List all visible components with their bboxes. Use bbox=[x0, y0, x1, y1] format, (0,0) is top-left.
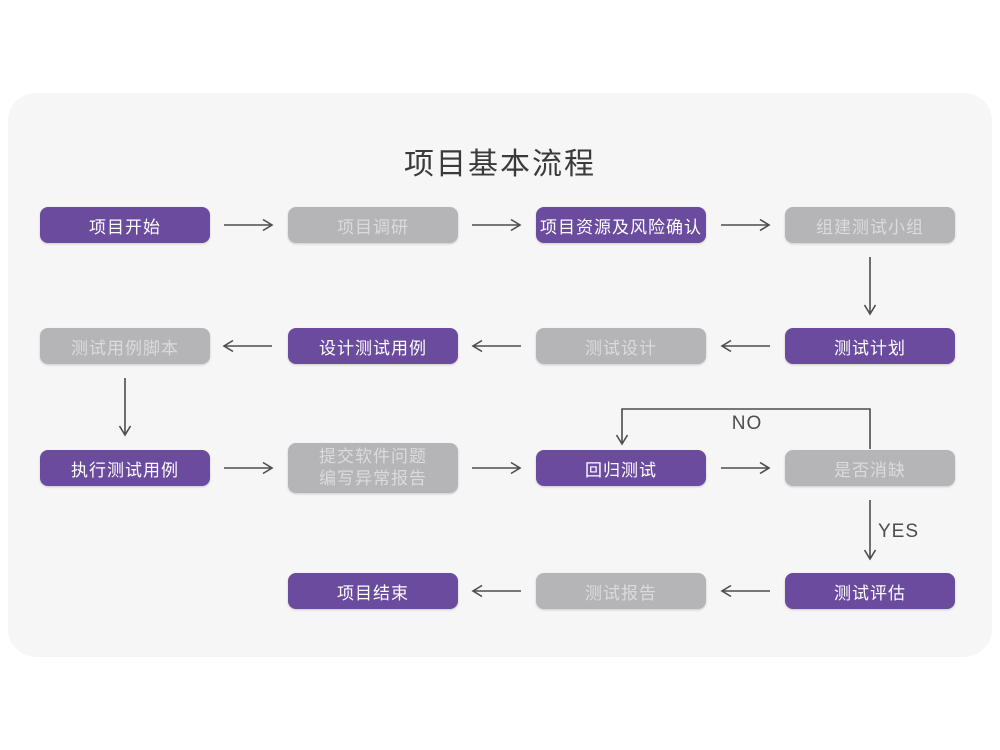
node-test-design: 测试设计 bbox=[536, 328, 706, 364]
edge-label-no: NO bbox=[731, 413, 763, 434]
node-test-evaluation: 测试评估 bbox=[785, 573, 955, 609]
node-project-end: 项目结束 bbox=[288, 573, 458, 609]
node-test-report: 测试报告 bbox=[536, 573, 706, 609]
node-defect-cleared: 是否消缺 bbox=[785, 450, 955, 486]
node-build-test-team: 组建测试小组 bbox=[785, 207, 955, 243]
node-design-test-cases: 设计测试用例 bbox=[288, 328, 458, 364]
node-test-case-scripts: 测试用例脚本 bbox=[40, 328, 210, 364]
node-resources-risk-confirm: 项目资源及风险确认 bbox=[536, 207, 706, 243]
edge-label-yes: YES bbox=[878, 521, 920, 542]
node-project-research: 项目调研 bbox=[288, 207, 458, 243]
node-regression-test: 回归测试 bbox=[536, 450, 706, 486]
page-title: 项目基本流程 bbox=[404, 148, 596, 181]
node-submit-issues-report: 提交软件问题 编写异常报告 bbox=[288, 443, 458, 493]
node-execute-test-cases: 执行测试用例 bbox=[40, 450, 210, 486]
flowchart-card bbox=[8, 93, 992, 657]
node-project-start: 项目开始 bbox=[40, 207, 210, 243]
node-test-plan: 测试计划 bbox=[785, 328, 955, 364]
